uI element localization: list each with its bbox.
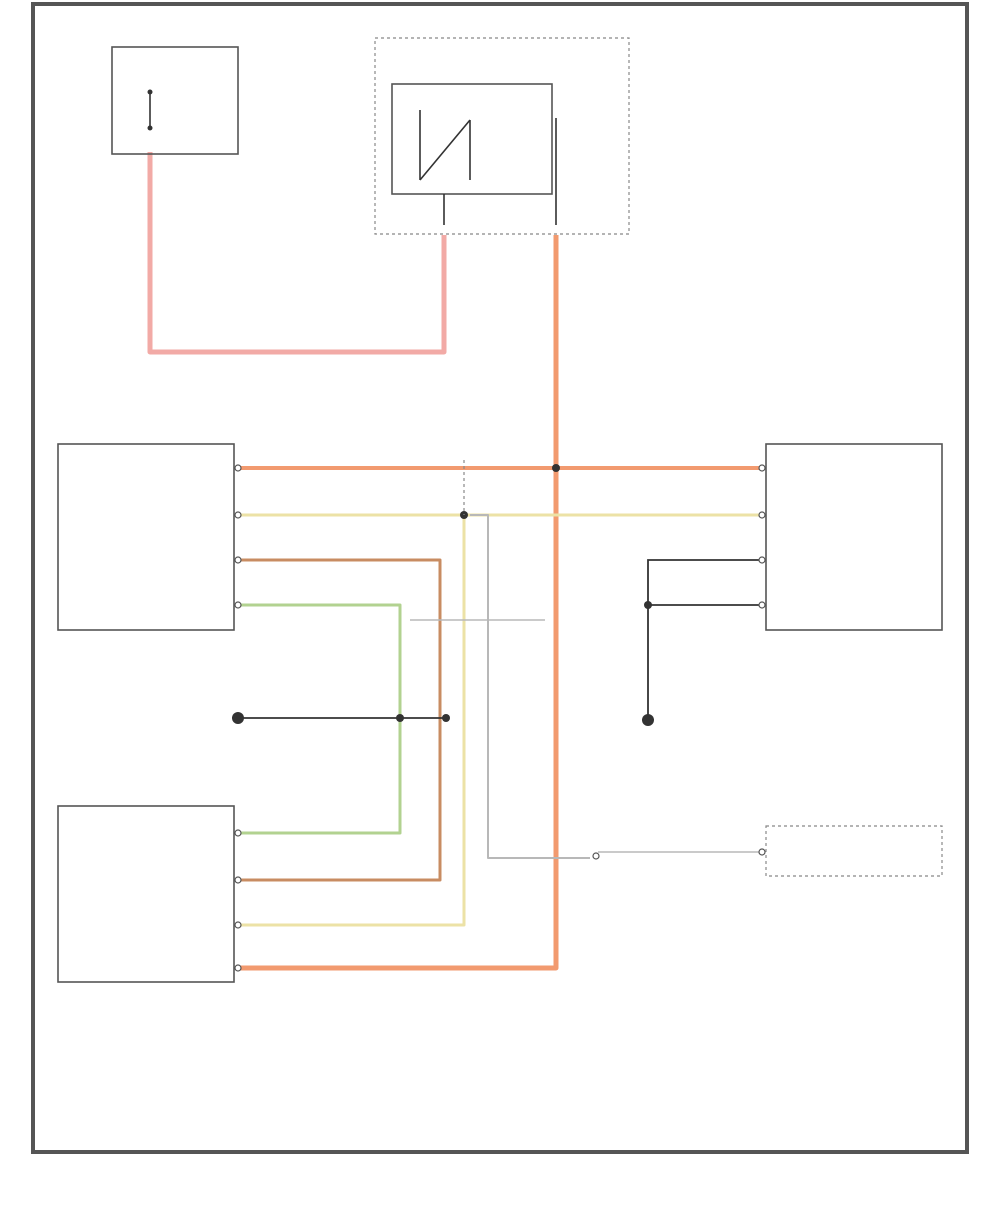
ground-symbols bbox=[232, 712, 654, 726]
splice-dot-ground bbox=[396, 714, 404, 722]
wire-lf-third bbox=[240, 558, 442, 882]
br-module-outline bbox=[765, 825, 943, 877]
ground-icon-right bbox=[642, 714, 654, 726]
lr-pin-1 bbox=[234, 829, 242, 837]
fuse-box bbox=[111, 46, 239, 155]
wire-fuse-to-relay bbox=[147, 152, 447, 355]
wire-lr-third bbox=[240, 515, 466, 927]
br-connector bbox=[592, 852, 600, 860]
lr-pin-3 bbox=[234, 921, 242, 929]
lf-pin-4 bbox=[234, 601, 242, 609]
rr-pin-3 bbox=[758, 556, 766, 564]
wire-gray-shield bbox=[470, 514, 590, 859]
lf-pin-2 bbox=[234, 511, 242, 519]
rr-pin-1 bbox=[758, 464, 766, 472]
lf-module-outline bbox=[57, 443, 235, 631]
black-wire-layer bbox=[240, 559, 760, 719]
br-pin-1 bbox=[758, 848, 766, 856]
relay-leads bbox=[443, 160, 557, 225]
wire-relay-to-modules bbox=[240, 235, 559, 971]
lr-module-outline bbox=[57, 805, 235, 983]
rr-pin-4 bbox=[758, 601, 766, 609]
relay-switch-icon bbox=[419, 110, 471, 181]
left-front-module bbox=[57, 443, 242, 631]
wire-layer bbox=[147, 152, 760, 971]
bottom-right-module bbox=[592, 825, 943, 877]
rr-pin-2 bbox=[758, 511, 766, 519]
ground-icon-left bbox=[232, 712, 244, 724]
wire-lf-fourth bbox=[240, 603, 402, 835]
splice-dot-ground-2 bbox=[442, 714, 450, 722]
rr-module-outline bbox=[765, 443, 943, 631]
splice-dot-top bbox=[552, 464, 560, 472]
fuse-pin-top bbox=[147, 89, 153, 95]
left-rear-module bbox=[57, 805, 242, 983]
relay-box bbox=[374, 37, 630, 235]
right-rear-module bbox=[758, 443, 943, 631]
relay-box-outline bbox=[374, 37, 630, 235]
splice-dot-right bbox=[644, 601, 652, 609]
wire-rr-third bbox=[647, 559, 760, 718]
lr-pin-2 bbox=[234, 876, 242, 884]
fuse-box-outline bbox=[111, 46, 239, 155]
diagram-frame bbox=[31, 2, 969, 1154]
lf-pin-3 bbox=[234, 556, 242, 564]
splices bbox=[396, 460, 652, 722]
lf-pin-1 bbox=[234, 464, 242, 472]
lr-pin-4 bbox=[234, 964, 242, 972]
relay-inner bbox=[391, 83, 553, 195]
fuse-pin-bottom bbox=[147, 125, 153, 131]
